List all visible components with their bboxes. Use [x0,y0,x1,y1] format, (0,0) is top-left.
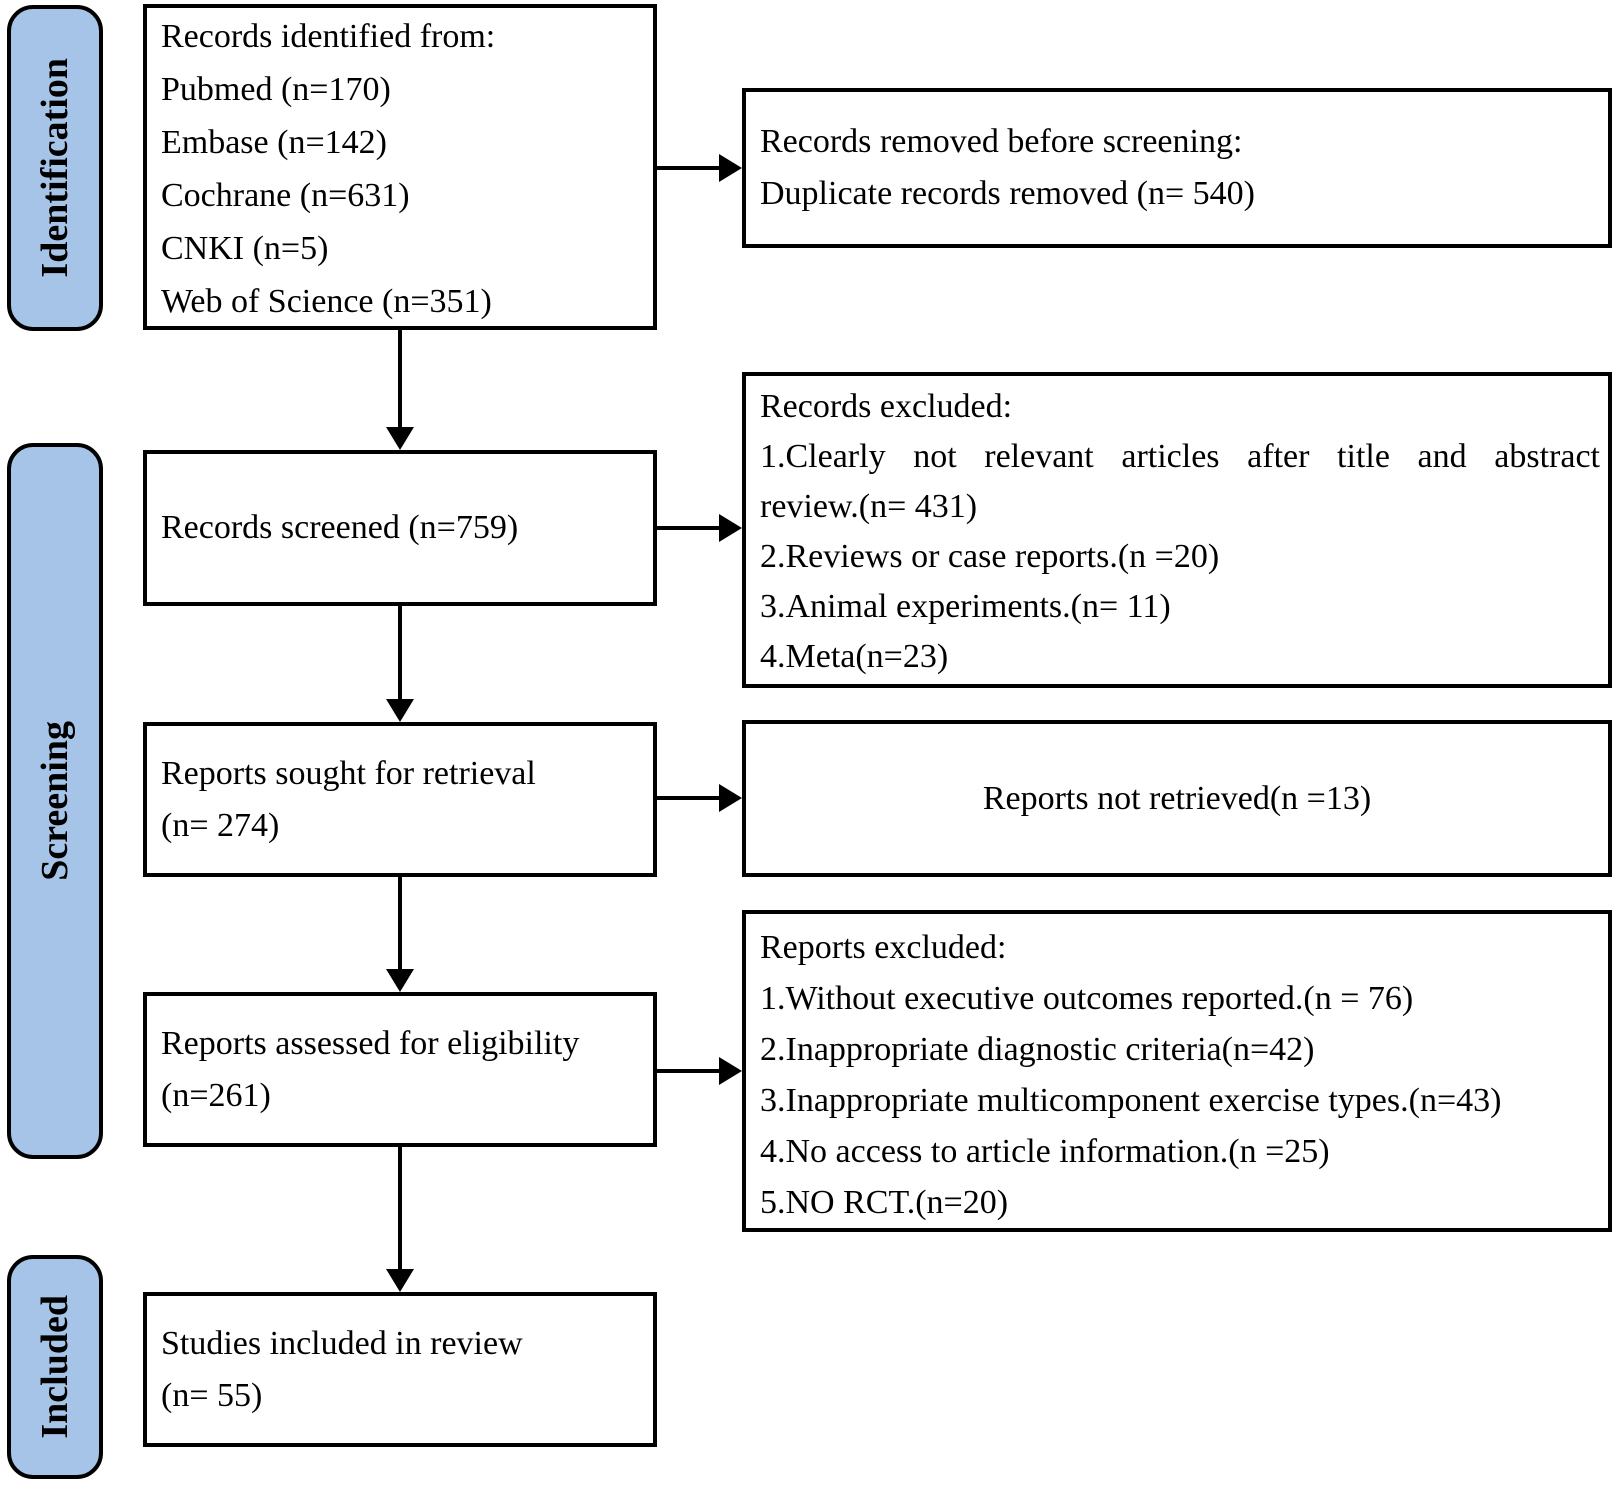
box-records-screened: Records screened (n=759) [143,450,657,606]
text-line: Records removed before screening: [760,123,1243,160]
text-line: 1.Clearly not relevant articles after ti… [760,438,1600,475]
stage-identification: Identification [7,5,103,331]
text-line: review.(n= 431) [760,488,978,525]
stage-included-label: Included [34,1295,76,1439]
text-line: Studies included in review [161,1324,523,1362]
text-line: Records screened (n=759) [161,509,519,546]
arrow-line [398,606,402,701]
text-line: 1.Without executive outcomes reported.(n… [760,980,1414,1017]
text-line: Web of Science (n=351) [161,283,492,320]
text-line: Reports assessed for eligibility [161,1024,580,1062]
text-line: Duplicate records removed (n= 540) [760,175,1255,212]
stage-included: Included [7,1255,103,1479]
text-line: Pubmed (n=170) [161,71,391,108]
arrow-head-icon [386,1269,414,1292]
box-records-identified: Records identified from: Pubmed (n=170) … [143,4,657,330]
text-line: 2.Reviews or case reports.(n =20) [760,538,1220,575]
text-line: (n= 55) [161,1376,263,1414]
arrow-line [657,166,721,170]
arrow-head-icon [386,969,414,992]
arrow-line [657,796,721,800]
arrow-line [398,1147,402,1271]
text-line: (n=261) [161,1076,271,1114]
text-line: (n= 274) [161,806,280,844]
arrow-head-icon [386,699,414,722]
text-line: CNKI (n=5) [161,230,329,267]
text-line: Cochrane (n=631) [161,177,410,214]
stage-identification-label: Identification [34,58,76,278]
text-line: 4.No access to article information.(n =2… [760,1133,1330,1170]
arrow-line [657,1069,721,1073]
text-line: Reports excluded: [760,929,1007,966]
arrow-line [398,877,402,971]
arrow-line [657,526,721,530]
arrow-head-icon [719,514,742,542]
arrow-head-icon [719,1057,742,1085]
text-line: 3.Animal experiments.(n= 11) [760,588,1171,625]
text-line: Reports sought for retrieval [161,754,536,792]
stage-screening-label: Screening [34,721,76,881]
text-line: 5.NO RCT.(n=20) [760,1184,1009,1221]
box-studies-included: Studies included in review (n= 55) [143,1292,657,1447]
box-reports-sought: Reports sought for retrieval (n= 274) [143,722,657,877]
arrow-head-icon [719,154,742,182]
text-line: 2.Inappropriate diagnostic criteria(n=42… [760,1031,1315,1068]
box-reports-assessed: Reports assessed for eligibility (n=261) [143,992,657,1147]
arrow-head-icon [719,784,742,812]
box-reports-excluded: Reports excluded: 1.Without executive ou… [742,910,1612,1232]
text-line: Records identified from: [161,18,496,55]
text-line: Records excluded: [760,388,1013,425]
text-line: 3.Inappropriate multicomponent exercise … [760,1082,1502,1119]
box-records-removed: Records removed before screening: Duplic… [742,88,1612,248]
text-line: 4.Meta(n=23) [760,638,949,675]
text-line: Embase (n=142) [161,124,387,161]
box-reports-not-retrieved: Reports not retrieved(n =13) [742,720,1612,877]
text-line: Reports not retrieved(n =13) [982,779,1372,817]
arrow-head-icon [386,427,414,450]
arrow-line [398,330,402,429]
stage-screening: Screening [7,443,103,1159]
box-records-excluded: Records excluded: 1.Clearly not relevant… [742,372,1612,688]
